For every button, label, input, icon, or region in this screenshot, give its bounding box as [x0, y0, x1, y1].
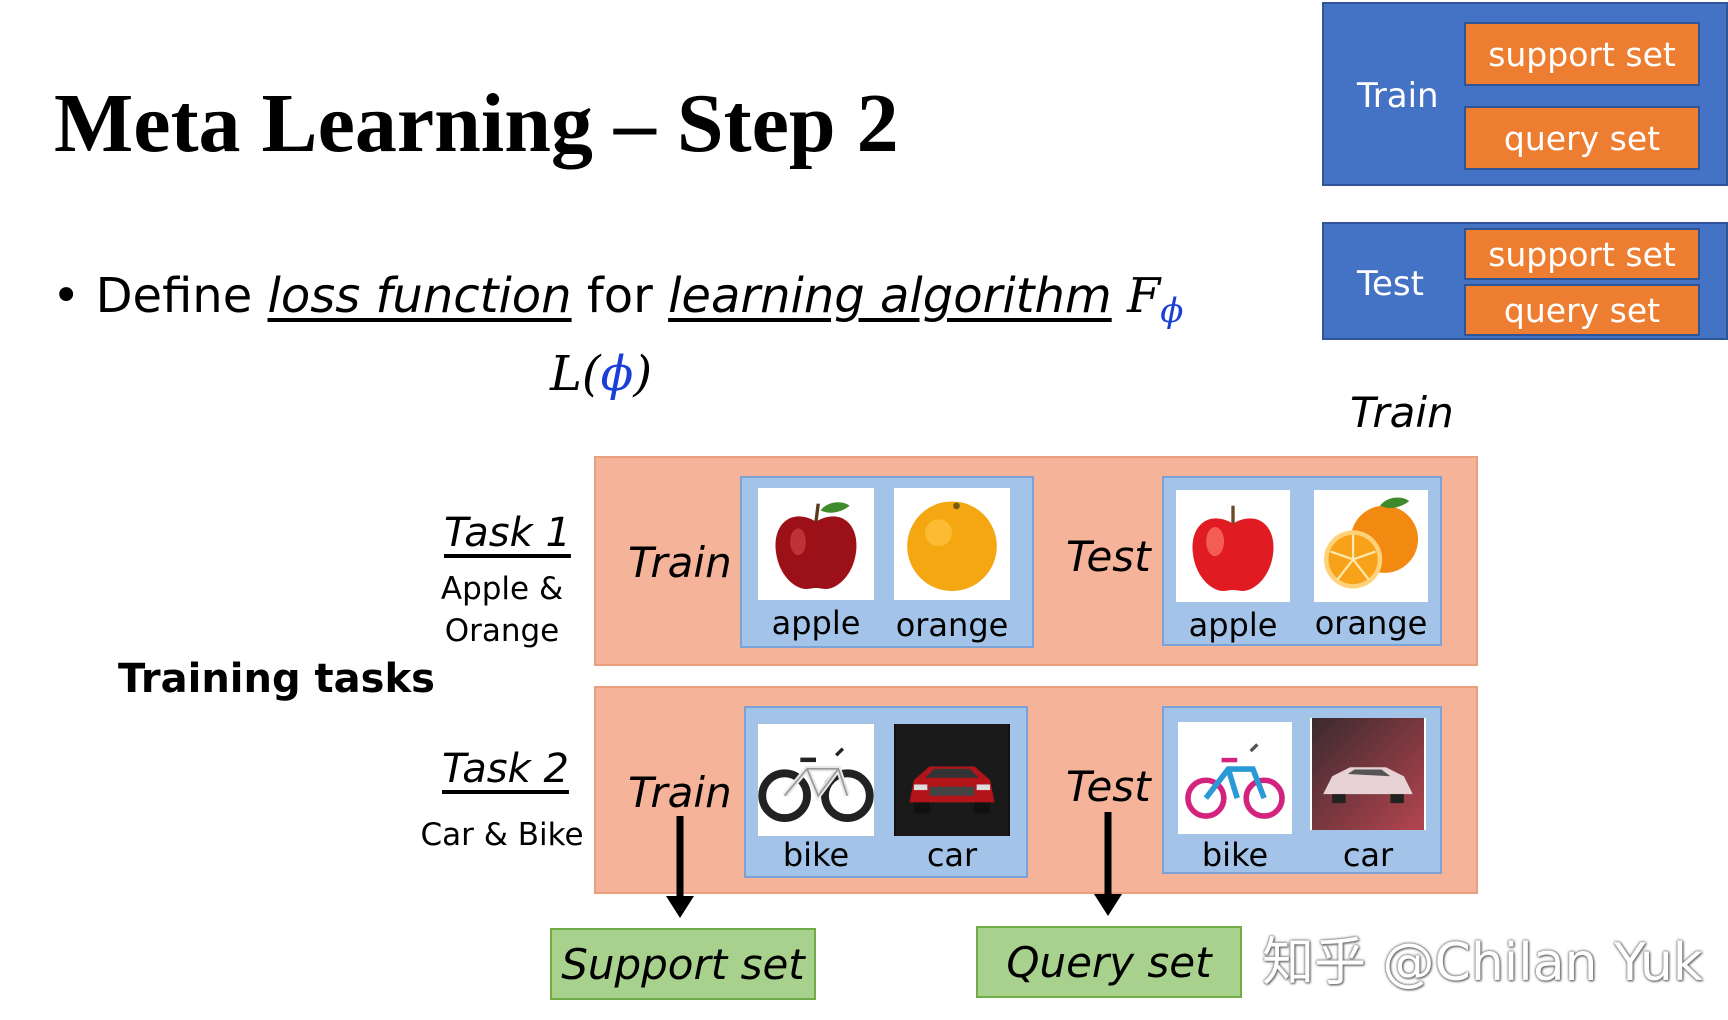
apple-image: [1176, 490, 1290, 602]
task-2-test-panel: bike car: [1162, 706, 1442, 874]
task-1-test-panel: apple orange: [1162, 476, 1442, 646]
watermark: 知乎 @Chilan Yuk: [1262, 933, 1703, 993]
page-title: Meta Learning – Step 2: [54, 77, 899, 170]
task-2-test-label: Test: [1066, 762, 1151, 811]
term-learning-algorithm: learning algorithm: [668, 268, 1112, 324]
task-2-test-label-bike: bike: [1201, 836, 1269, 874]
task-2-name: Task 2: [442, 746, 569, 792]
task-1-test-label: Test: [1066, 532, 1151, 581]
bullet-prefix: Define: [95, 268, 268, 324]
support-set-box: Support set: [550, 928, 816, 1000]
car-image: [1310, 718, 1426, 830]
bullet-middle: for: [571, 268, 669, 324]
task-2-train-label-bike: bike: [782, 836, 850, 874]
training-tasks-label: Training tasks: [118, 656, 435, 702]
symbol-phi-subscript: ϕ: [1160, 291, 1184, 331]
task-1-description: Apple & Orange: [430, 568, 574, 652]
loss-suffix: ): [633, 346, 653, 402]
apple-image: [758, 488, 874, 600]
arrow-down-query: [1094, 812, 1122, 916]
legend-train-box: Train support set query set: [1322, 2, 1728, 186]
task-2-test-label-car: car: [1342, 836, 1394, 874]
car-image: [894, 724, 1010, 836]
legend-test-label: Test: [1357, 264, 1424, 304]
legend-train-support-set: support set: [1464, 22, 1700, 86]
task-2-train-panel: bike car: [744, 706, 1028, 878]
task-2-train-label-car: car: [926, 836, 978, 874]
symbol-f: F: [1126, 268, 1161, 324]
task-1-train-panel: apple orange: [740, 476, 1034, 648]
bullet-marker: •: [52, 268, 81, 324]
legend-train-query-set: query set: [1464, 106, 1700, 170]
task-1-train-label-apple: apple: [771, 604, 861, 642]
loss-prefix: L(: [550, 346, 601, 402]
legend-test-query-set: query set: [1464, 284, 1700, 336]
train-caption: Train: [1350, 388, 1454, 437]
bullet-definition: • Define loss function for learning algo…: [52, 268, 1183, 332]
bike-image: [758, 724, 874, 836]
query-set-box: Query set: [976, 926, 1242, 998]
task-1-desc-line1: Apple &: [440, 571, 564, 607]
legend-test-support-set: support set: [1464, 228, 1700, 280]
legend-test-box: Test support set query set: [1322, 222, 1728, 340]
term-loss-function: loss function: [267, 268, 572, 324]
loss-phi: ϕ: [600, 346, 634, 402]
task-2-train-label: Train: [628, 768, 732, 817]
loss-expression: L(ϕ): [550, 346, 652, 402]
task-1-train-label-orange: orange: [895, 606, 1009, 644]
task-1-train-label: Train: [628, 538, 732, 587]
task-1-name: Task 1: [444, 510, 571, 556]
task-2-description: Car & Bike: [420, 817, 584, 853]
task-1-test-label-apple: apple: [1188, 606, 1278, 644]
bike-image: [1178, 722, 1292, 834]
orange-image: [894, 488, 1010, 600]
legend-train-label: Train: [1357, 76, 1439, 116]
arrow-down-support: [666, 816, 694, 918]
task-1-test-label-orange: orange: [1314, 604, 1428, 642]
task-1-desc-line2: Orange: [444, 613, 560, 649]
orange-image: [1314, 490, 1428, 602]
